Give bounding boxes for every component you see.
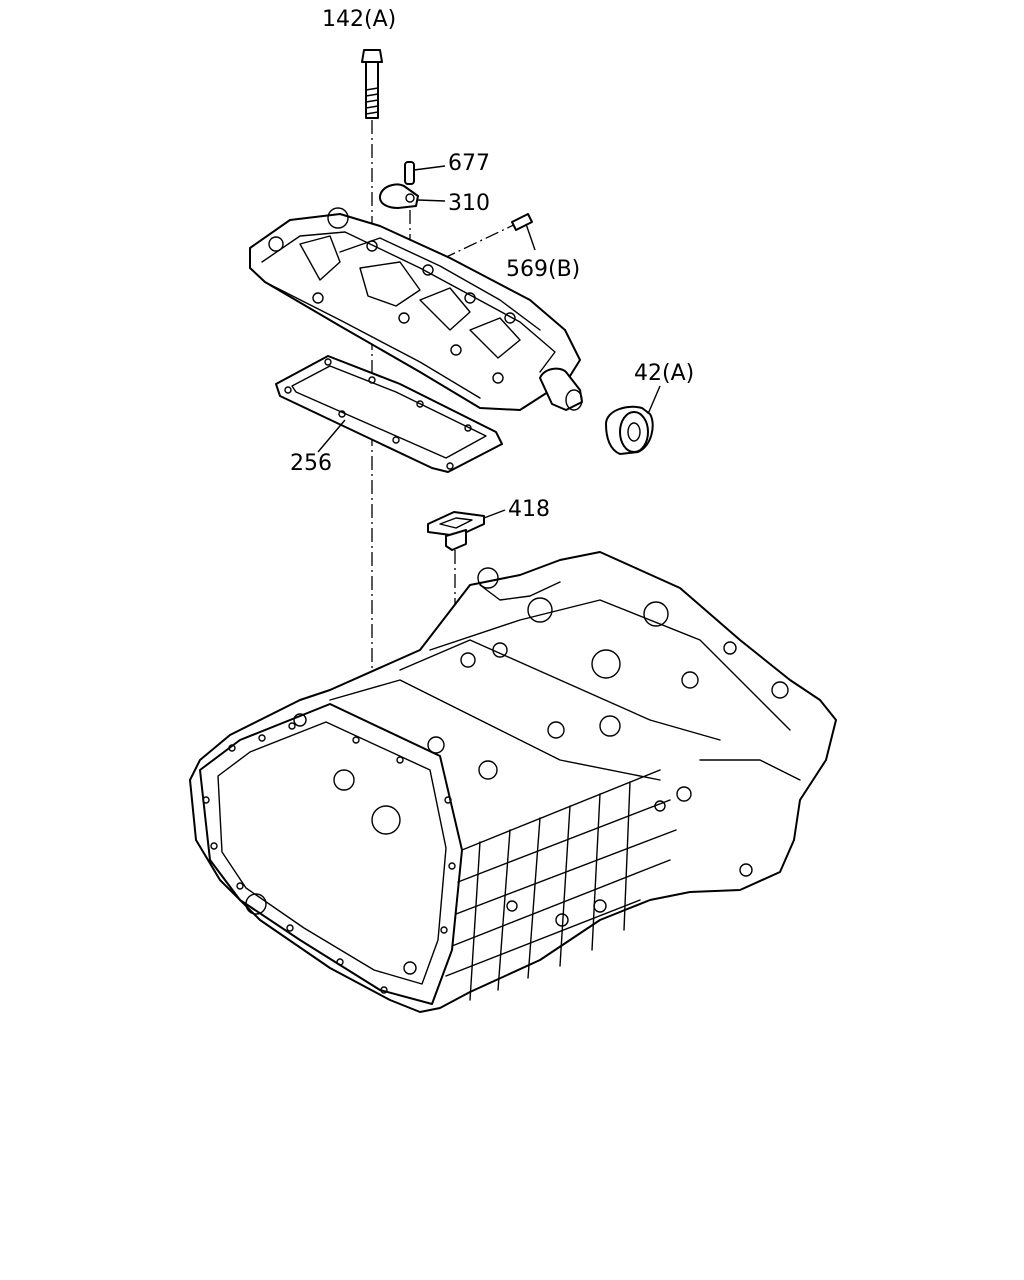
pin-569b [511,213,536,251]
callout-42a: 42(A) [634,361,694,386]
callout-677: 677 [448,151,490,176]
assembly-axis-569 [439,221,521,261]
callout-142a: 142(A) [322,7,396,32]
gasket-256 [275,355,503,473]
pin-677 [404,161,446,185]
lever-310 [378,183,446,209]
callout-569b: 569(B) [506,257,580,282]
transmission-case [189,551,837,1013]
bolt-142a [361,49,383,119]
shift-cover-assembly [249,207,583,411]
callout-418: 418 [508,497,550,522]
callout-256: 256 [290,451,332,476]
bracket-418 [427,509,506,551]
callout-310: 310 [448,191,490,216]
seal-42a [605,385,661,455]
